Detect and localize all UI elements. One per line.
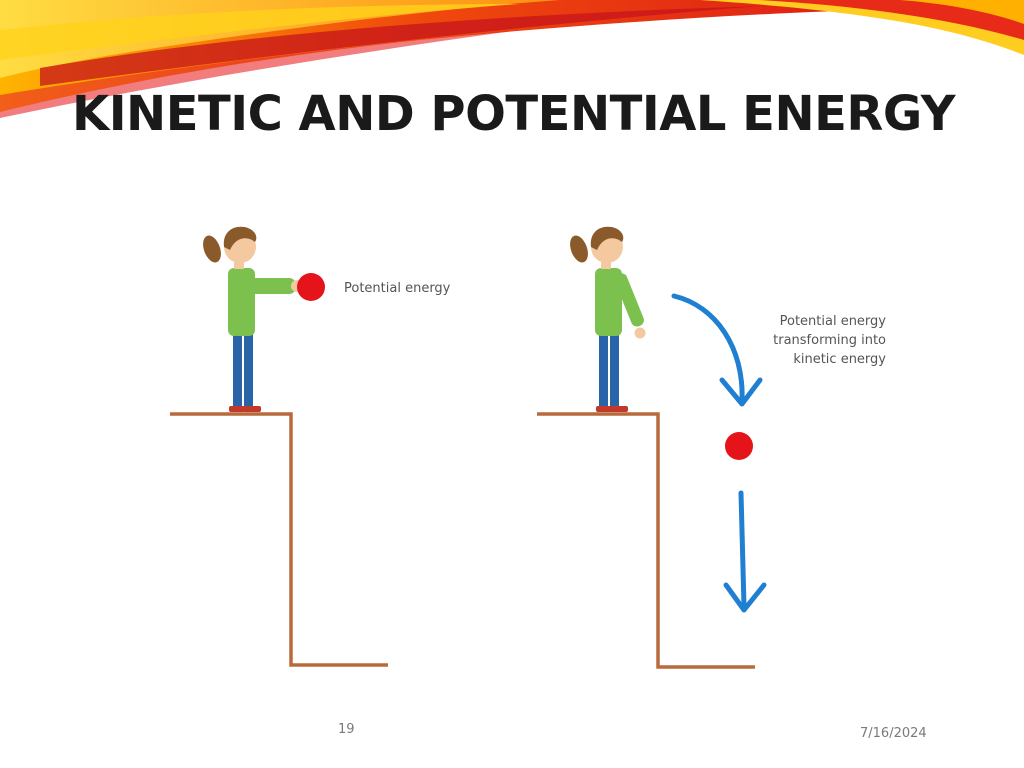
- girl-holding-ball: [203, 226, 303, 412]
- girl-after-release: [570, 226, 646, 412]
- down-arrow-head: [723, 582, 767, 613]
- slide-number: 19: [338, 722, 355, 737]
- cliff-ledge-right: [537, 412, 755, 669]
- curved-arrow-head: [719, 377, 763, 407]
- decorative-swoosh-banner: [0, 0, 1024, 118]
- potential-energy-label: Potential energy: [344, 281, 451, 296]
- transform-label-line-2: transforming into: [773, 333, 886, 348]
- curved-arrow: [671, 293, 745, 403]
- right-panel: Potential energy transforming into kinet…: [537, 226, 887, 669]
- ball-left: [297, 273, 325, 301]
- down-arrow: [738, 490, 747, 609]
- ball-falling: [725, 432, 753, 460]
- transform-label-line-1: Potential energy: [780, 314, 887, 329]
- slide-title: KINETIC AND POTENTIAL ENERGY: [72, 86, 955, 142]
- left-panel: Potential energy: [170, 226, 451, 667]
- transform-label-line-3: kinetic energy: [793, 352, 886, 367]
- cliff-ledge-left: [170, 412, 388, 667]
- slide-date: 7/16/2024: [860, 726, 927, 741]
